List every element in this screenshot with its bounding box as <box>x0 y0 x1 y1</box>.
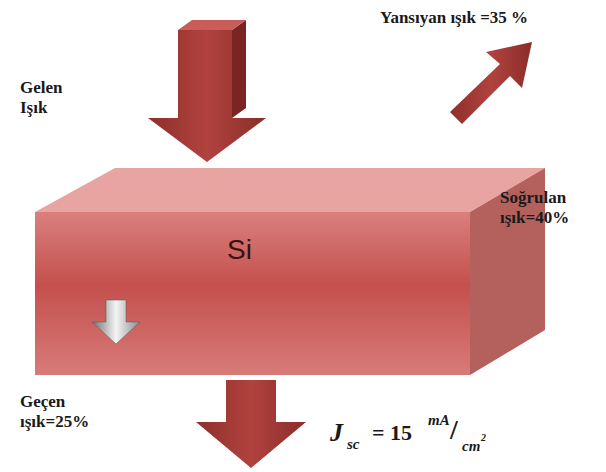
annotation-label: / <box>450 414 458 446</box>
annotation-label: J <box>330 418 343 448</box>
annotation-label: 2 <box>481 432 486 444</box>
annotation-label: Geçen ışık=25% <box>20 392 89 431</box>
annotation-label: = 15 <box>372 420 412 445</box>
block-top-face <box>35 168 545 212</box>
annotation-label: Soğrulan ışık=40% <box>500 188 569 227</box>
block-front-face <box>35 212 470 375</box>
annotation-label: Gelen Işık <box>20 78 63 117</box>
annotation-label: mA <box>428 412 450 429</box>
material-label: Si <box>227 234 252 266</box>
annotation-label: Yansıyan ışık =35 % <box>380 8 528 28</box>
silicon-block: Si <box>35 212 470 375</box>
annotation-label: cm <box>462 438 480 455</box>
incoming-arrow-side <box>232 20 246 118</box>
transmitted-arrow <box>196 380 306 468</box>
reflected-arrow <box>450 42 532 124</box>
annotation-label: sc <box>347 436 360 453</box>
incoming-arrow-top <box>178 20 246 30</box>
inner-arrow <box>92 300 140 344</box>
incoming-arrow <box>148 30 266 162</box>
